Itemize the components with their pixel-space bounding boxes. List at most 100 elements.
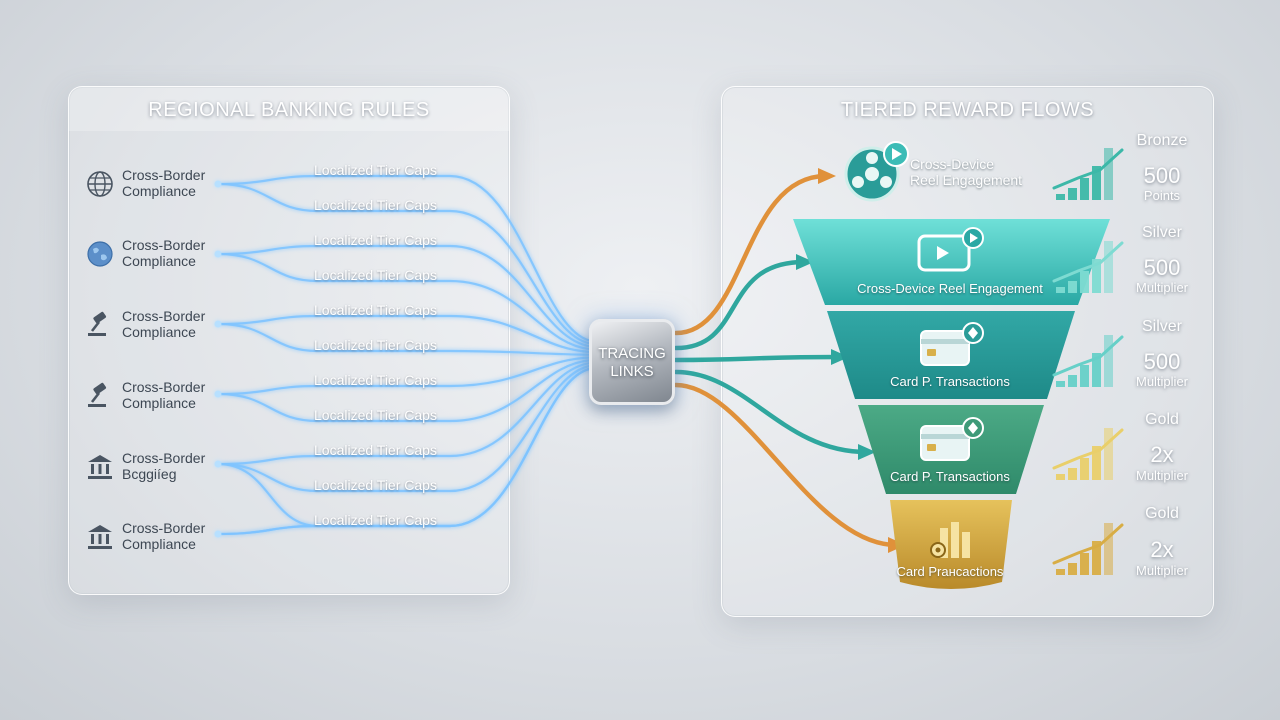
tier-bar: [1068, 563, 1077, 575]
tier-unit: Multiplier: [1135, 468, 1188, 483]
wire-node: [214, 530, 222, 538]
tier-bar: [1092, 353, 1101, 387]
tier-cap-label[interactable]: Localized Tier Caps: [314, 407, 437, 423]
rule-wire: [217, 314, 591, 353]
tier-bar: [1068, 375, 1077, 387]
tier-bar: [1104, 523, 1113, 575]
flow-wire: [673, 259, 807, 351]
tier-unit: Multiplier: [1135, 280, 1188, 295]
stage-label: Card P. Transactions: [890, 374, 1010, 389]
card-icon: [920, 417, 984, 461]
flow-arrowhead: [818, 168, 836, 184]
rule-line1: Cross-Border: [122, 379, 206, 395]
video-icon: [917, 227, 984, 272]
wire-node: [214, 460, 222, 468]
rule-wire: [217, 182, 591, 345]
bank-icon: [88, 525, 112, 549]
globe-icon: [87, 241, 113, 267]
rule-wire: [217, 359, 591, 423]
rule-wire: [217, 244, 591, 348]
tier-name: Silver: [1141, 224, 1182, 241]
tier-cap-label[interactable]: Localized Tier Caps: [314, 267, 437, 283]
tier-cap-label[interactable]: Localized Tier Caps: [314, 372, 437, 388]
tier-value: 2x: [1150, 537, 1174, 562]
tier-cap-label[interactable]: Localized Tier Caps: [314, 197, 437, 213]
wire-node: [214, 180, 222, 188]
tier-name: Silver: [1141, 318, 1182, 335]
tier-bar: [1056, 474, 1065, 480]
tier-unit: Multiplier: [1135, 374, 1188, 389]
rule-line2: Compliance: [122, 183, 196, 199]
right-panel-title: TIERED REWARD FLOWS: [840, 99, 1095, 121]
panel-header-band: [69, 87, 509, 131]
rule-line1: Cross-Border: [122, 308, 206, 324]
tier-bar: [1080, 553, 1089, 575]
rule-wire: [217, 252, 591, 351]
tier-bar: [1056, 381, 1065, 387]
tier-name: Gold: [1145, 411, 1179, 428]
tier-bar: [1092, 166, 1101, 200]
tier-bar: [1104, 148, 1113, 200]
rule-wire: [217, 356, 591, 396]
rule-line1: Cross-Border: [122, 520, 206, 536]
tier-bar: [1068, 188, 1077, 200]
rule-wire: [217, 361, 591, 466]
hub-line1: TRACING: [598, 345, 666, 362]
regional-banking-rules-panel: REGIONAL BANKING RULES: [68, 86, 510, 595]
tier-bar: [1092, 541, 1101, 575]
tier-name: Bronze: [1136, 132, 1188, 149]
flow-wire: [673, 354, 842, 363]
stage-label: Cross-Device Reel Engagement: [857, 281, 1043, 296]
rule-line1: Cross-Border: [122, 237, 206, 253]
stage-label: Card Prансactions: [896, 564, 1004, 579]
stage-label: Card P. Transactions: [890, 469, 1010, 484]
gavel-icon: [88, 382, 107, 407]
tier-trend-line: [1052, 241, 1124, 283]
tier-cap-label[interactable]: Localized Tier Caps: [314, 512, 437, 528]
gavel-icon: [88, 311, 107, 336]
tier-value: 500: [1143, 255, 1181, 280]
tier-cap-label[interactable]: Localized Tier Caps: [314, 477, 437, 493]
tier-value: 2x: [1150, 442, 1174, 467]
hub-line2: LINKS: [610, 363, 654, 380]
tier-cap-label[interactable]: Localized Tier Caps: [314, 442, 437, 458]
wire-node: [214, 320, 222, 328]
rule-wire: [217, 174, 591, 342]
tier-cap-label[interactable]: Localized Tier Caps: [314, 337, 437, 353]
rule-wire: [217, 322, 591, 356]
wire-node: [214, 250, 222, 258]
tier-bar: [1068, 468, 1077, 480]
tier-bar: [1104, 335, 1113, 387]
coins-icon: [930, 522, 970, 558]
reel-icon: [844, 141, 909, 202]
tier-trend-line: [1052, 148, 1124, 190]
tier-bar: [1104, 428, 1113, 480]
globe-icon: [87, 171, 113, 197]
tier-cap-label[interactable]: Localized Tier Caps: [314, 302, 437, 318]
tier-cap-label[interactable]: Localized Tier Caps: [314, 162, 437, 178]
tier-bar: [1056, 287, 1065, 293]
tier-unit: Points: [1143, 188, 1181, 203]
rule-wire: [217, 364, 591, 493]
card-icon: [920, 322, 984, 366]
left-panel-title: REGIONAL BANKING RULES: [148, 99, 430, 121]
rule-line2: Compliance: [122, 536, 196, 552]
tier-name: Gold: [1145, 505, 1179, 522]
rule-line2: Bcggiíeg: [122, 466, 177, 482]
tier-trend-line: [1052, 428, 1124, 470]
flow-wire: [673, 382, 899, 548]
tier-bar: [1104, 241, 1113, 293]
tier-cap-label[interactable]: Localized Tier Caps: [314, 232, 437, 248]
